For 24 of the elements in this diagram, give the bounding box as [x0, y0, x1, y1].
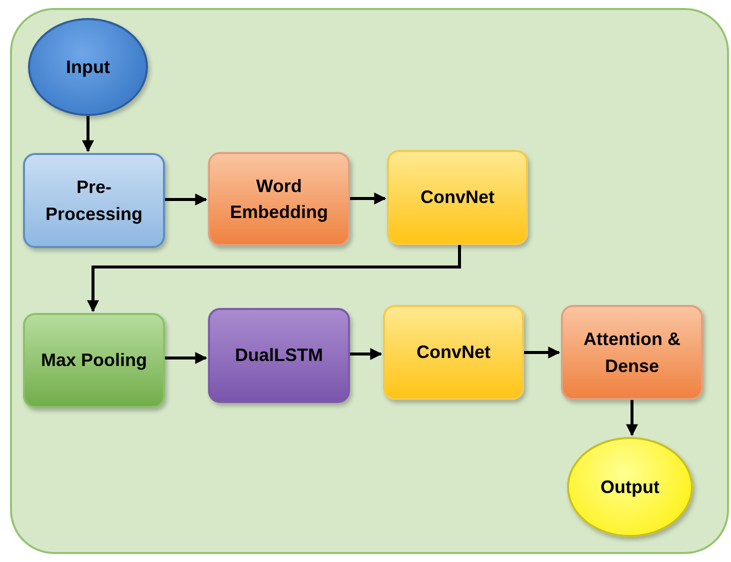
arrow [87, 245, 461, 312]
arrow [165, 194, 208, 206]
process-box [208, 152, 350, 246]
arrow [524, 346, 560, 358]
node-label: Pre- Processing [44, 176, 144, 226]
arrow [350, 192, 386, 204]
process-box [208, 308, 350, 403]
process-box [383, 305, 524, 400]
arrow [626, 400, 638, 436]
arrow [82, 116, 94, 152]
node-label: DualLSTM [235, 344, 323, 368]
arrow [350, 348, 382, 360]
process-box [23, 313, 165, 408]
process-box [23, 153, 165, 248]
process-box [387, 150, 528, 245]
node-label: Word Embedding [229, 174, 329, 224]
process-box [561, 305, 703, 400]
node-label: ConvNet [420, 186, 494, 210]
node-label: Attention & Dense [582, 328, 682, 378]
node-label: Input [66, 56, 110, 79]
node-label: Max Pooling [40, 349, 147, 372]
node-label: Output [600, 476, 660, 499]
node-label: ConvNet [416, 341, 490, 364]
arrow [165, 352, 208, 364]
